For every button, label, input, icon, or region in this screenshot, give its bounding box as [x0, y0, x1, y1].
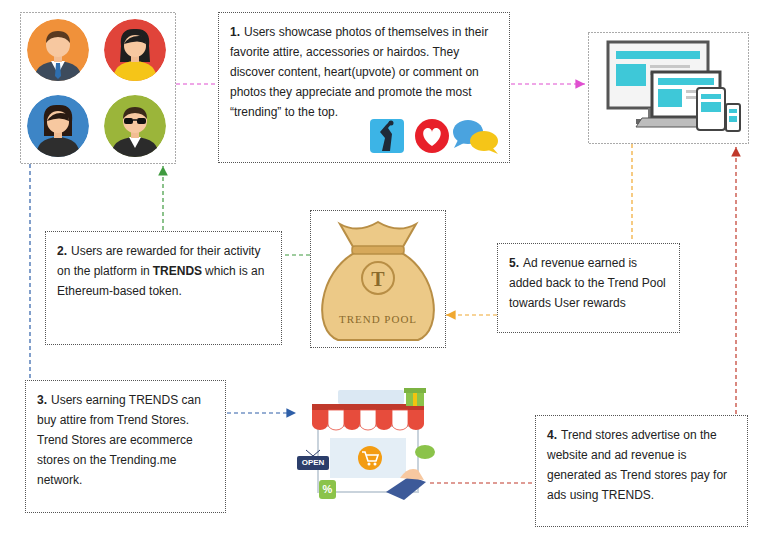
avatar — [104, 19, 166, 81]
flow-connector — [446, 314, 497, 315]
step-box: 1.Users showcase photos of themselves in… — [218, 12, 510, 163]
step-number: 4. — [547, 428, 557, 442]
step-box: 3.Users earning TRENDS can buy attire fr… — [25, 380, 226, 513]
bag-emblem: T — [311, 268, 445, 290]
step-number: 2. — [57, 244, 67, 258]
trend-pool: T TREND POOL — [310, 210, 446, 348]
step-box: 4.Trend stores advertise on the website … — [535, 415, 748, 527]
pool-name: TREND POOL — [311, 312, 445, 326]
step-text: TRENDS — [153, 261, 202, 281]
devices-panel — [589, 33, 749, 144]
open-sign: OPEN — [297, 456, 329, 470]
step-number: 1. — [230, 25, 240, 39]
step-text: Ad revenue earned is added back to the T… — [509, 256, 666, 310]
flow-connector — [282, 254, 310, 255]
step-text: Trend stores advertise on the website an… — [547, 428, 727, 502]
avatar — [27, 19, 89, 81]
users-panel — [21, 13, 176, 164]
step-box: 5.Ad revenue earned is added back to the… — [497, 243, 680, 333]
step-number: 5. — [509, 256, 519, 270]
store-illustration — [297, 388, 435, 500]
discount-tag: % — [319, 480, 336, 499]
action-icons — [370, 116, 502, 158]
avatar — [27, 95, 89, 157]
step-text: Users showcase photos of themselves in t… — [230, 25, 488, 119]
step-box: 2.Users are rewarded for their activity … — [45, 231, 282, 345]
avatar — [104, 95, 166, 157]
step-text: Users earning TRENDS can buy attire from… — [37, 393, 201, 487]
step-number: 3. — [37, 393, 47, 407]
